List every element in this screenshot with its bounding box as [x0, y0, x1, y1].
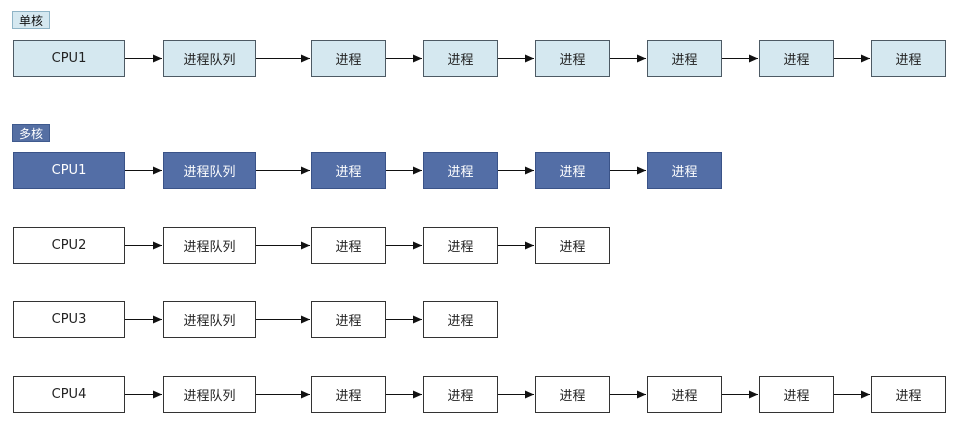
- multi-cpu2-process-box-2: 进程: [423, 227, 498, 264]
- multi-cpu4-process-box-6: 进程: [871, 376, 946, 413]
- multi-cpu1-queue-box: 进程队列: [163, 152, 256, 189]
- single-core-label: 单核: [12, 11, 51, 29]
- multi-core-label: 多核: [12, 124, 51, 142]
- multi-cpu3-process-box-1: 进程: [311, 301, 386, 338]
- multi-cpu2-cpu-box: CPU2: [13, 227, 125, 264]
- single-cpu1-process-box-6: 进程: [871, 40, 946, 77]
- multi-cpu2-queue-box: 进程队列: [163, 227, 256, 264]
- multi-cpu3-cpu-box: CPU3: [13, 301, 125, 338]
- single-cpu1-cpu-box: CPU1: [13, 40, 125, 77]
- multi-cpu4-cpu-box: CPU4: [13, 376, 125, 413]
- single-cpu1-queue-box: 进程队列: [163, 40, 256, 77]
- multi-cpu1-process-box-3: 进程: [535, 152, 610, 189]
- multi-cpu1-process-box-4: 进程: [647, 152, 722, 189]
- multi-cpu2-process-box-3: 进程: [535, 227, 610, 264]
- multi-cpu3-queue-box: 进程队列: [163, 301, 256, 338]
- single-cpu1-process-box-1: 进程: [311, 40, 386, 77]
- multi-cpu1-process-box-2: 进程: [423, 152, 498, 189]
- single-cpu1-process-box-5: 进程: [759, 40, 834, 77]
- multi-cpu1-cpu-box: CPU1: [13, 152, 125, 189]
- multi-cpu4-process-box-3: 进程: [535, 376, 610, 413]
- multi-cpu4-process-box-2: 进程: [423, 376, 498, 413]
- multi-cpu4-process-box-1: 进程: [311, 376, 386, 413]
- multi-cpu2-process-box-1: 进程: [311, 227, 386, 264]
- single-cpu1-process-box-3: 进程: [535, 40, 610, 77]
- multi-cpu1-process-box-1: 进程: [311, 152, 386, 189]
- single-cpu1-process-box-2: 进程: [423, 40, 498, 77]
- multi-cpu3-process-box-2: 进程: [423, 301, 498, 338]
- multi-cpu4-queue-box: 进程队列: [163, 376, 256, 413]
- multi-cpu4-process-box-5: 进程: [759, 376, 834, 413]
- single-cpu1-process-box-4: 进程: [647, 40, 722, 77]
- multi-cpu4-process-box-4: 进程: [647, 376, 722, 413]
